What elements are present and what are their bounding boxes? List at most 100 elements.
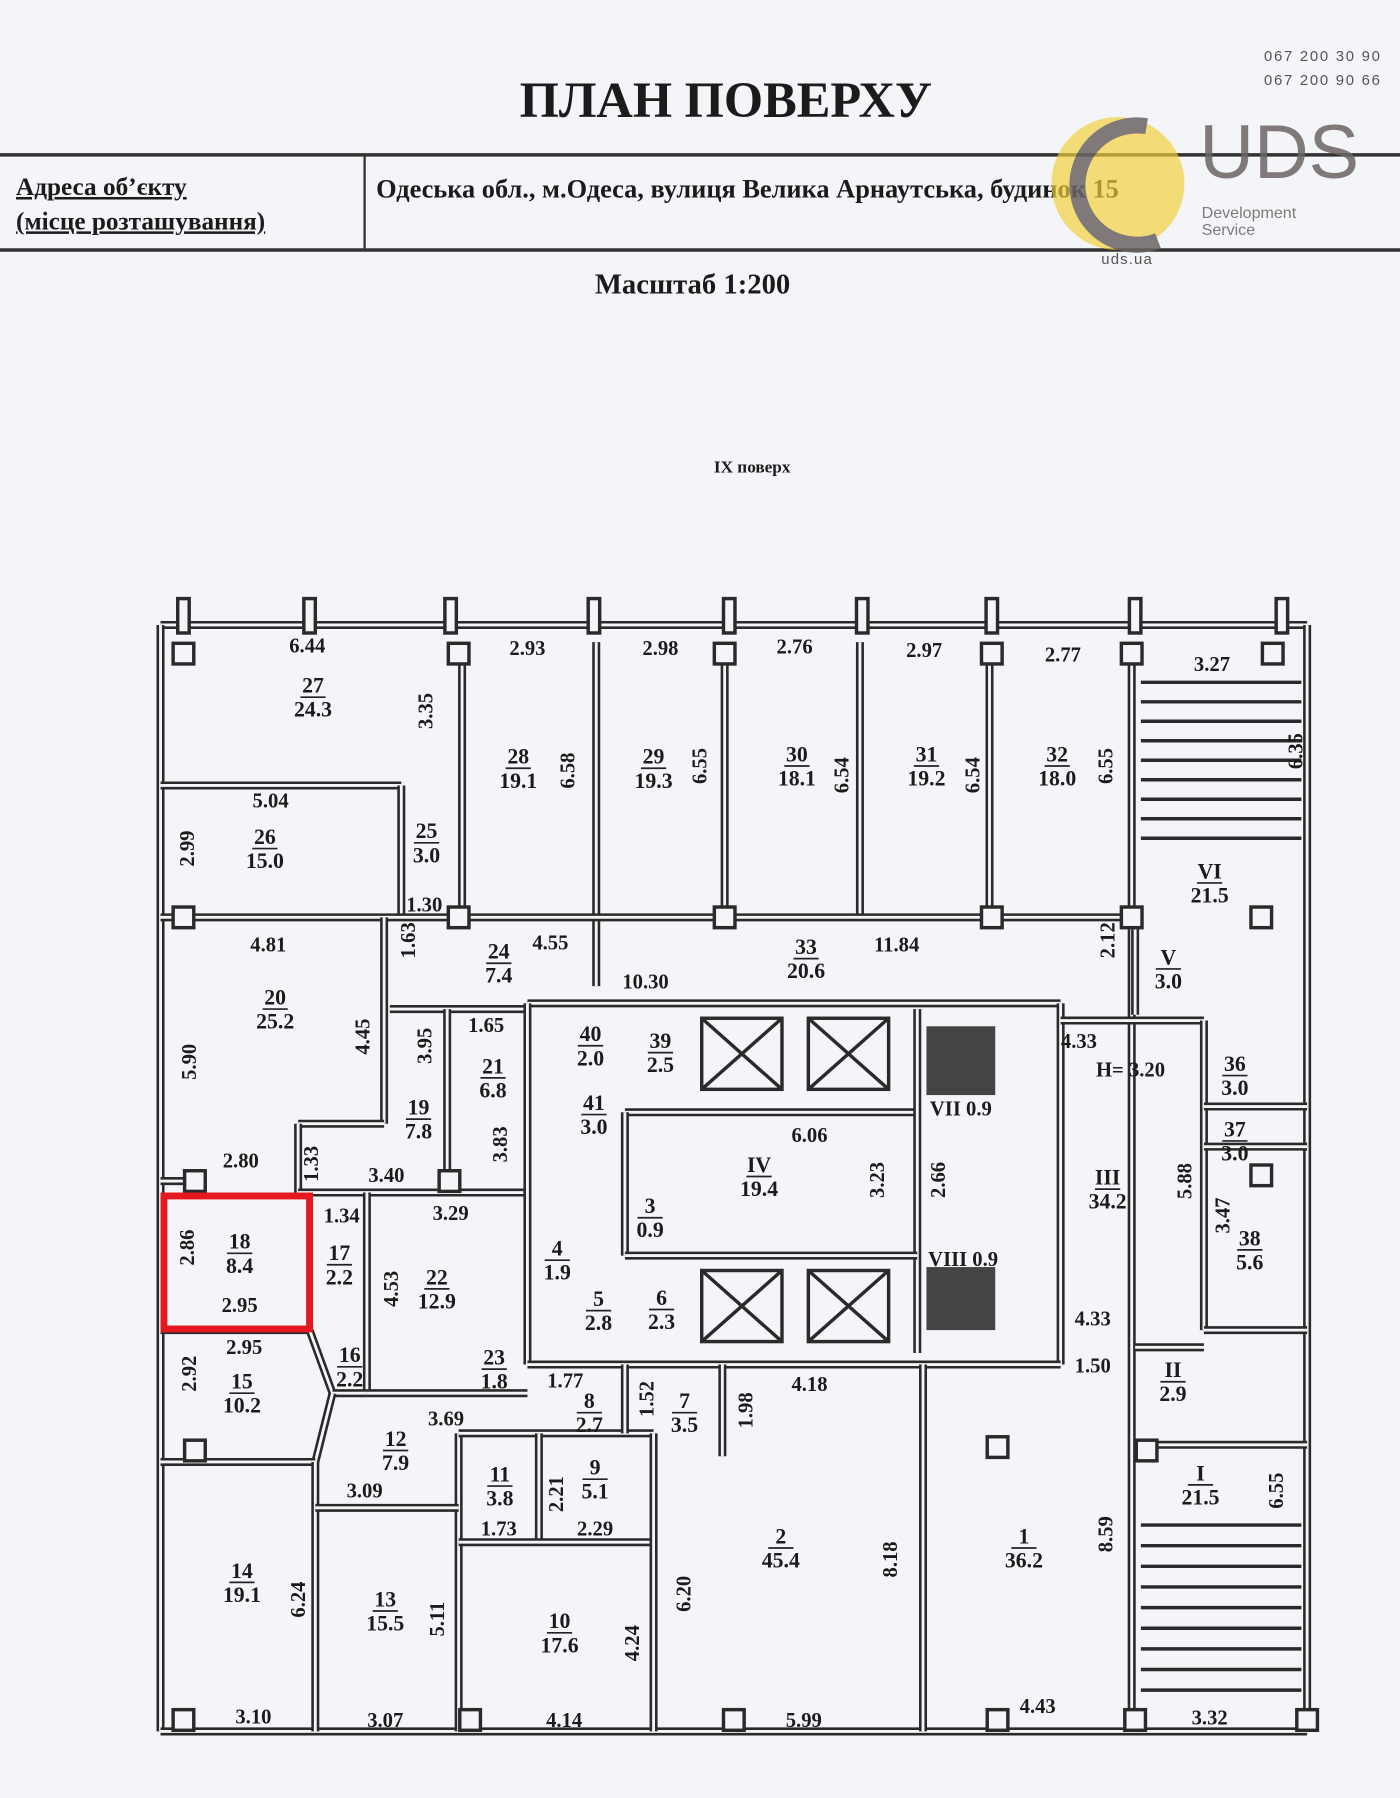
column [712,641,737,666]
dimension-horizontal: 5.04 [253,790,289,812]
room-number: 19 [408,1096,430,1120]
dimension-vertical: 2.86 [177,1230,199,1266]
room-area: 25.2 [256,1010,294,1034]
dimension-vertical: 2.12 [1098,922,1120,958]
dimension-horizontal: 1.34 [324,1205,360,1227]
room-area: 3.8 [486,1487,513,1511]
room-number: 26 [254,825,276,849]
dimension-horizontal: 1.65 [468,1015,504,1037]
column [182,1169,207,1194]
room-area: 8.4 [226,1254,253,1278]
room-area: 17.6 [540,1633,578,1657]
room-number: 39 [650,1029,672,1053]
dimension-horizontal: 2.77 [1045,645,1081,667]
dimension-horizontal: 4.55 [532,932,568,954]
dimension-vertical: 2.21 [546,1476,568,1512]
uds-logo: UDS Development Service [1051,110,1359,253]
room-area: 18.0 [1038,766,1076,790]
column [437,1169,462,1194]
column [182,1438,207,1463]
room-area: 19.1 [499,769,537,793]
room-number: 5 [593,1287,604,1311]
website-link[interactable]: uds.ua [1101,252,1153,268]
dimension-vertical: 6.54 [962,757,984,793]
wall-cavity [313,1392,334,1463]
ventilation-grid-icon [926,1026,996,1096]
dimension-vertical: 3.83 [490,1126,512,1162]
dimension-vertical: 5.88 [1174,1163,1196,1199]
room-number: 32 [1046,742,1068,766]
dimension-vertical: 4.45 [352,1019,374,1055]
room-label: 253.0 [413,819,440,867]
elevator-cross [807,1016,890,1091]
dimension-horizontal: 4.18 [791,1374,827,1396]
column [446,905,471,930]
room-area: 19.4 [740,1177,778,1201]
column [171,1707,196,1733]
room-area: 18.1 [778,766,816,790]
dimension-vertical: 2.92 [179,1356,201,1392]
column [1260,641,1285,666]
column [1274,596,1290,635]
dimension-horizontal: 3.07 [367,1710,403,1732]
dimension-horizontal: 1.30 [406,895,442,917]
dimension-vertical: 3.23 [867,1162,889,1198]
room-number: III [1095,1166,1120,1190]
room-label: 73.5 [671,1389,698,1437]
room-area: 1.9 [544,1261,571,1285]
dimension-horizontal: 2.95 [226,1337,262,1359]
room-number: 40 [580,1022,602,1046]
room-label: 95.1 [581,1456,608,1504]
dimension-horizontal: 1.73 [481,1518,517,1540]
scale-label: Масштаб 1:200 [595,269,790,301]
room-number: I [1196,1461,1204,1485]
room-label: 245.4 [762,1524,800,1572]
room-number: 21 [482,1054,504,1078]
column [854,596,870,635]
room-number: 9 [590,1456,601,1480]
dimension-vertical: 2.66 [928,1162,950,1198]
dimension-vertical: 4.53 [381,1271,403,1307]
dimension-vertical: 6.54 [832,757,854,793]
highlighted-room-18[interactable] [160,1192,314,1333]
dimension-horizontal: 2.29 [577,1518,613,1540]
room-area: 3.0 [1221,1076,1248,1100]
column [443,596,459,635]
wall-cavity [308,1329,334,1394]
dimension-vertical: 2.99 [177,831,199,867]
room-label: 162.2 [336,1343,363,1391]
room-number: 22 [426,1265,448,1289]
room-label: 127.9 [382,1427,409,1475]
dimension-vertical: 1.98 [735,1392,757,1428]
room-number: V [1161,945,1177,969]
room-area: 5.1 [581,1480,608,1504]
dimension-horizontal: 1.50 [1075,1356,1111,1378]
room-label: 82.7 [576,1389,603,1437]
dimension-horizontal: 3.69 [428,1408,464,1430]
dimension-vertical: 5.90 [179,1044,201,1080]
room-label: 363.0 [1221,1052,1248,1100]
dimension-vertical: 6.55 [1095,748,1117,784]
room-area: 15.0 [246,849,284,873]
column [721,596,737,635]
room-area: 2.0 [577,1046,604,1070]
dimension-horizontal: 10.30 [622,971,668,993]
dimension-horizontal: VII 0.9 [930,1099,992,1121]
room-number: 30 [786,742,808,766]
column [458,1707,483,1733]
elevator-cross [807,1269,890,1343]
room-number: VI [1198,859,1222,883]
room-label: 30.9 [637,1194,664,1242]
address-label-line2: (місце розташування) [16,208,265,235]
dimension-vertical: 1.52 [637,1381,659,1417]
phone-2: 067 200 90 66 [1264,73,1382,89]
room-label: 188.4 [226,1230,253,1278]
column [985,1435,1010,1460]
column [446,641,471,666]
column [1249,1163,1274,1188]
